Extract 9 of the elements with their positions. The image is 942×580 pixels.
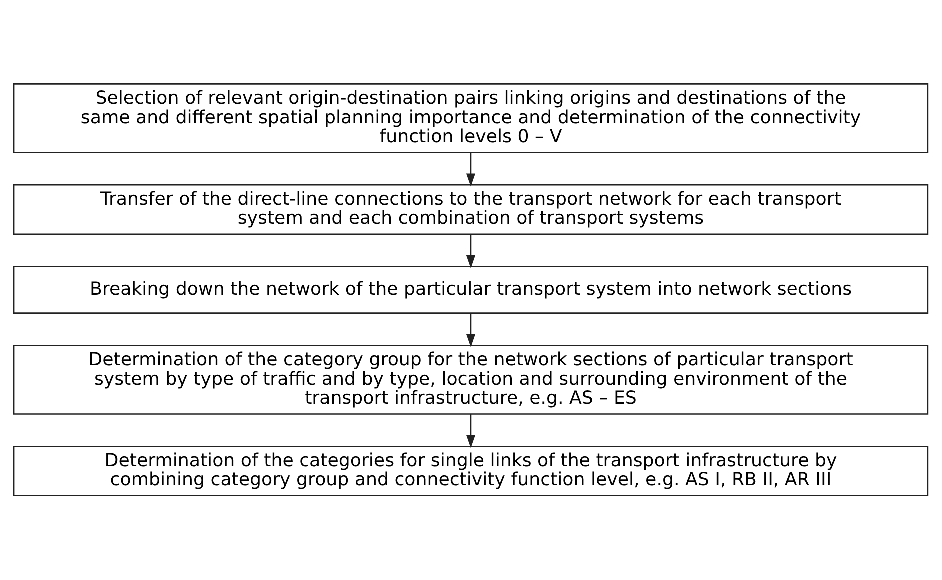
node-box: Selection of relevant origin-destination pairs linking origins and destinations of the same and different spatial planning importance and determination of the connectivity function levels 0 – V [13,84,929,154]
node-box: Transfer of the direct-line connections to the transport network for each transport system and each combination of transport systems [13,184,929,235]
arrow [466,152,476,187]
arrow [466,234,476,268]
node-box: Breaking down the network of the particular transport system into network sections [13,266,929,314]
node-box: Determination of the category group for the network sections of particular transport system by type of traffic and by type, location and surrounding environment of the transport infrastructure, e.g. AS – ES [13,345,929,415]
arrow [466,414,476,448]
arrow [466,313,476,348]
node-box: Determination of the categories for single links of the transport infrastructure by combining category group and connectivity function level, e.g. AS I, RB II, AR III [13,446,929,496]
